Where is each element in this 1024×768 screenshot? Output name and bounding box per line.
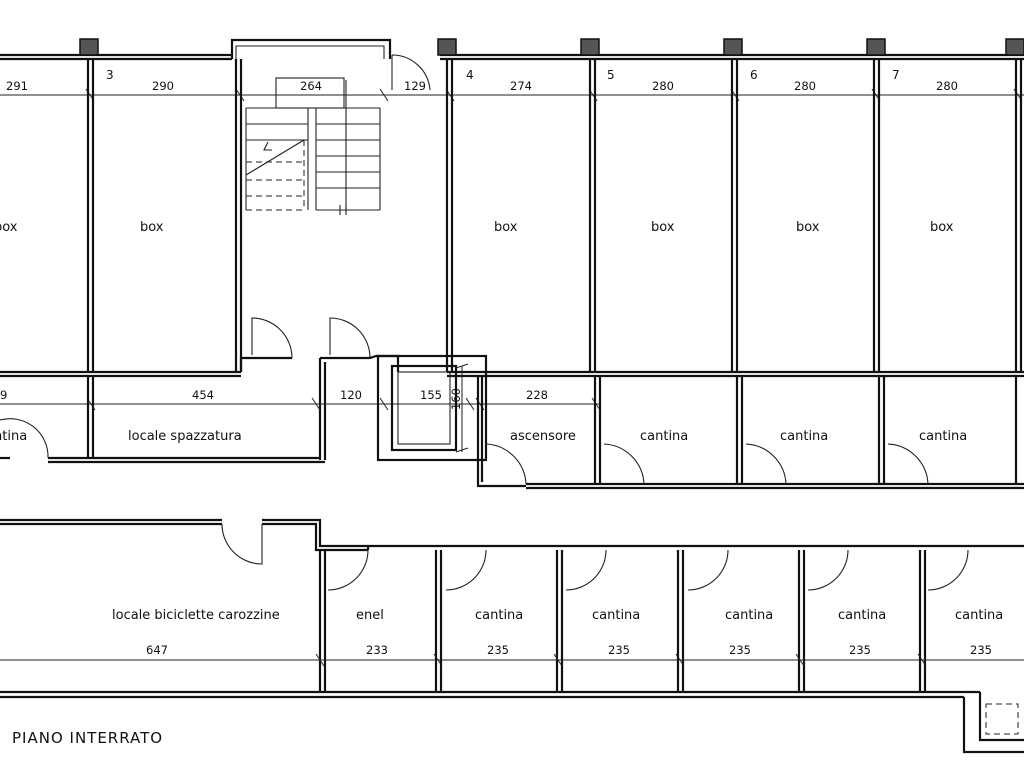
- label-cantina-left: ntina: [0, 429, 27, 444]
- bottom-room-labels: locale biciclette carozzine enel cantina…: [112, 608, 1003, 623]
- box-label-2: box: [140, 220, 164, 235]
- label-ascensore: ascensore: [510, 429, 576, 444]
- dim-155: 155: [420, 388, 442, 402]
- dim-mid-left: 9: [0, 388, 7, 402]
- bottom-dimension-line: [0, 653, 1024, 667]
- middle-rooms: [0, 354, 1024, 490]
- bottom-walls: [0, 518, 1024, 754]
- dim-264: 264: [300, 79, 322, 93]
- dim-274: 274: [510, 79, 532, 93]
- staircase: [245, 77, 381, 215]
- dim-129: 129: [404, 79, 426, 93]
- dim-280-c: 280: [936, 79, 958, 93]
- label-locale-spazzatura: locale spazzatura: [128, 429, 242, 444]
- label-locale-biciclette: locale biciclette carozzine: [112, 608, 280, 623]
- unit-numbers: 3 4 5 6 7: [106, 68, 900, 82]
- box-labels: box box box box box box: [0, 220, 954, 235]
- box-label-3: box: [494, 220, 518, 235]
- bottom-dimension-values: 647 233 235 235 235 235 235: [146, 643, 992, 657]
- pillars: [79, 38, 1024, 56]
- dim-228: 228: [526, 388, 548, 402]
- plan-title: PIANO INTERRATO: [12, 729, 163, 747]
- label-cantina-bottom-3: cantina: [725, 608, 773, 623]
- dim-290: 290: [152, 79, 174, 93]
- dim-120: 120: [340, 388, 362, 402]
- unit-number-7: 7: [892, 68, 900, 82]
- dim-235-b: 235: [608, 643, 630, 657]
- unit-number-5: 5: [607, 68, 615, 82]
- unit-number-3: 3: [106, 68, 114, 82]
- box-label-1: box: [0, 220, 18, 235]
- label-cantina-bottom-5: cantina: [955, 608, 1003, 623]
- dim-235-d: 235: [849, 643, 871, 657]
- middle-dimension-values: 9 454 120 155 160 228: [0, 388, 548, 410]
- dim-280-a: 280: [652, 79, 674, 93]
- label-cantina-mid-2: cantina: [780, 429, 828, 444]
- middle-room-labels: ntina locale spazzatura ascensore cantin…: [0, 429, 967, 444]
- top-dimension-values: 291 290 264 129 274 280 280 280: [6, 79, 958, 93]
- label-cantina-mid-3: cantina: [919, 429, 967, 444]
- dim-280-b: 280: [794, 79, 816, 93]
- dim-647: 647: [146, 643, 168, 657]
- unit-number-4: 4: [466, 68, 474, 82]
- middle-dimension-line: [0, 397, 601, 411]
- dim-235-a: 235: [487, 643, 509, 657]
- dim-233: 233: [366, 643, 388, 657]
- unit-number-6: 6: [750, 68, 758, 82]
- dim-454: 454: [192, 388, 214, 402]
- label-cantina-mid-1: cantina: [640, 429, 688, 444]
- middle-walls: [0, 317, 1024, 460]
- box-label-6: box: [930, 220, 954, 235]
- dim-235-c: 235: [729, 643, 751, 657]
- dim-291: 291: [6, 79, 28, 93]
- label-cantina-bottom-4: cantina: [838, 608, 886, 623]
- box-label-4: box: [651, 220, 675, 235]
- box-partitions: [86, 59, 1023, 372]
- box-label-5: box: [796, 220, 820, 235]
- label-enel: enel: [356, 608, 384, 623]
- label-cantina-bottom-2: cantina: [592, 608, 640, 623]
- dim-160: 160: [449, 388, 463, 410]
- label-cantina-bottom-1: cantina: [475, 608, 523, 623]
- dim-235-e: 235: [970, 643, 992, 657]
